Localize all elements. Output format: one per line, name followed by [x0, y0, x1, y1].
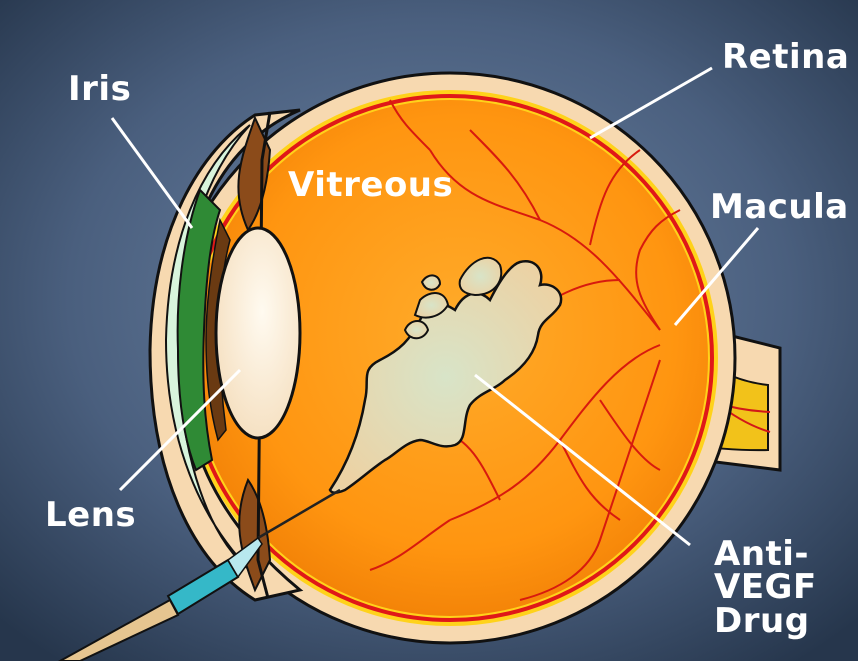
label-drug-line-3: Drug: [714, 605, 817, 638]
label-drug-line-2: VEGF: [714, 571, 817, 604]
label-lens: Lens: [45, 498, 136, 532]
label-macula: Macula: [710, 190, 849, 224]
label-drug-line-1: Anti-: [714, 538, 817, 571]
label-anti-vegf-drug: Anti- VEGF Drug: [714, 538, 817, 638]
label-iris: Iris: [68, 72, 131, 106]
lens-structure: [216, 228, 300, 438]
label-retina: Retina: [722, 40, 849, 74]
label-vitreous: Vitreous: [288, 168, 453, 202]
